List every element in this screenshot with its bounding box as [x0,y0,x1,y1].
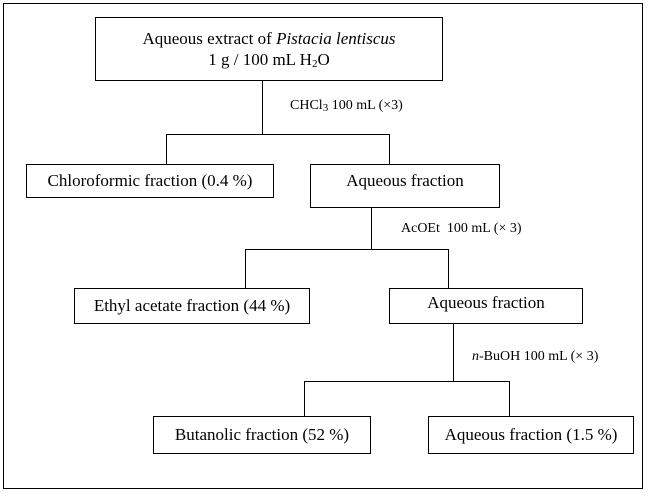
connector-level1-right [389,134,390,164]
root-line-2-suffix: O [317,50,330,69]
ethyl-acetate-fraction-label: Ethyl acetate fraction (44 %) [93,296,291,316]
connector-aqueous1-down [371,207,372,249]
step3-text: -BuOH 100 mL (× 3) [479,349,599,364]
aqueous-fraction-3-label: Aqueous fraction (1.5 %) [444,425,618,445]
connector-level1-left [166,134,167,164]
connector-level2-left [245,249,246,288]
root-line-2: 1 g / 100 mL H2O [208,49,330,70]
step2-text: AcOEt 100 mL (× 3) [401,221,522,236]
box-butanolic-fraction: Butanolic fraction (52 %) [153,416,371,454]
aqueous-fraction-1-label: Aqueous fraction [346,171,464,191]
step1-suffix: 100 mL (×3) [328,98,403,113]
box-aqueous-fraction-1: Aqueous fraction [310,164,500,208]
step-label-chcl3: CHCl3 100 mL (×3) [290,98,403,114]
connector-level3-bar [304,381,510,382]
step1-subscript: 3 [322,102,329,114]
connector-level1-bar [166,134,390,135]
root-box-aqueous-extract: Aqueous extract of Pistacia lentiscus 1 … [95,17,443,81]
box-aqueous-fraction-2: Aqueous fraction [389,288,583,324]
diagram-frame [3,3,643,489]
root-species-name: Pistacia lentiscus [276,28,396,48]
connector-level3-left [304,381,305,417]
root-line-2-prefix: 1 g / 100 mL H [208,50,312,69]
step1-prefix: CHCl [290,98,323,113]
box-aqueous-fraction-3: Aqueous fraction (1.5 %) [428,416,634,454]
connector-root-down [262,80,263,135]
root-line-2-subscript: 2 [311,58,318,70]
box-ethyl-acetate-fraction: Ethyl acetate fraction (44 %) [74,288,310,324]
root-line-1: Aqueous extract of Pistacia lentiscus [142,28,395,49]
box-chloroformic-fraction: Chloroformic fraction (0.4 %) [26,164,274,198]
step-label-acoet: AcOEt 100 mL (× 3) [401,222,522,236]
step3-italic-n: n [472,349,479,364]
butanolic-fraction-label: Butanolic fraction (52 %) [174,425,350,445]
connector-level2-bar [245,249,449,250]
connector-level2-right [448,249,449,288]
chloroformic-fraction-label: Chloroformic fraction (0.4 %) [47,171,253,191]
aqueous-fraction-2-label: Aqueous fraction [427,293,545,313]
connector-aqueous2-down [453,324,454,381]
step-label-nbuoh: n-BuOH 100 mL (× 3) [472,350,598,364]
root-line-1-prefix: Aqueous extract of [142,28,277,48]
connector-level3-right [509,381,510,417]
